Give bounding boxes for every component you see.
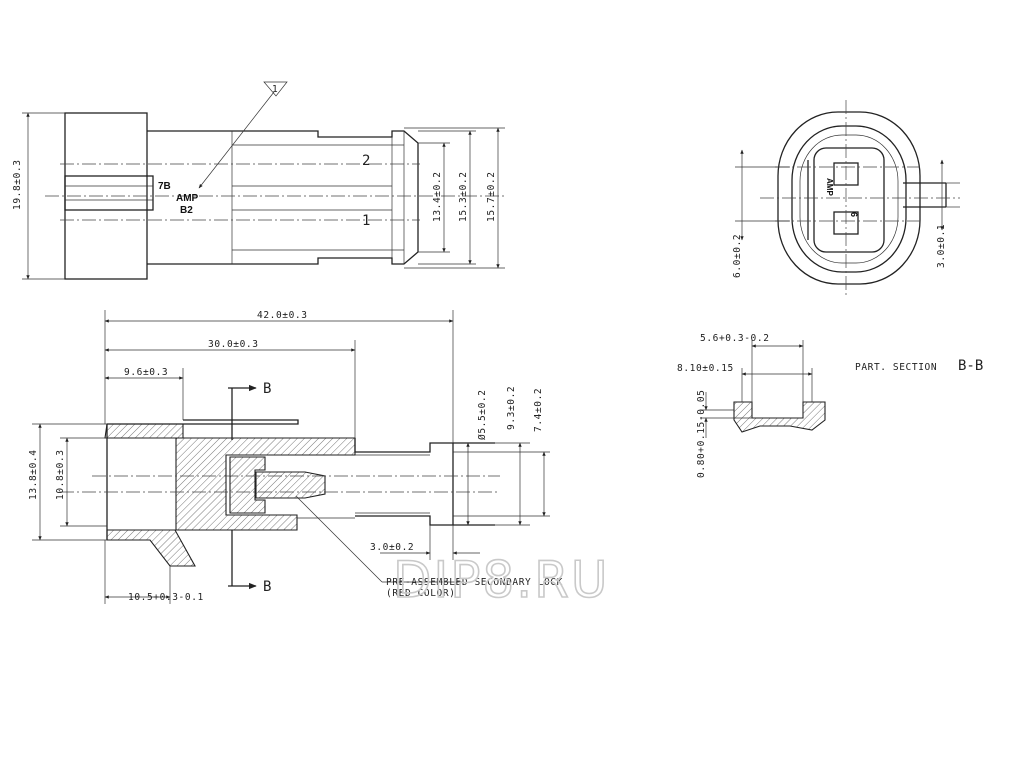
part-section-title: PART. SECTION bbox=[855, 362, 937, 373]
pin-label-2: 2 bbox=[362, 153, 370, 169]
pb-dim-0-80: 0.80+0.15-0.05 bbox=[696, 390, 707, 478]
dim-10-5: 10.5+0.3-0.1 bbox=[128, 592, 204, 603]
dim-9-6: 9.6±0.3 bbox=[124, 367, 168, 378]
dim-10-8: 10.8±0.3 bbox=[55, 449, 66, 500]
marking-7b: 7B bbox=[158, 181, 171, 192]
dim-dia-5-5: Ø5.5±0.2 bbox=[477, 389, 488, 440]
section-view: 42.0±0.3 30.0±0.3 9.6±0.3 13.8±0.4 10.8±… bbox=[28, 310, 563, 604]
pb-dim-8-10: 8.10±0.15 bbox=[677, 363, 734, 374]
part-section-view: 5.6+0.3-0.2 8.10±0.15 0.80+0.15-0.05 PAR… bbox=[677, 333, 983, 478]
marking-amp: AMP bbox=[176, 193, 199, 204]
end-marking-num: 6 bbox=[849, 212, 859, 217]
dim-42-0: 42.0±0.3 bbox=[257, 310, 308, 321]
dim-30-0: 30.0±0.3 bbox=[208, 339, 259, 350]
top-dim-15-3: 15.3±0.2 bbox=[458, 171, 469, 222]
dim-3-0: 3.0±0.2 bbox=[370, 542, 414, 553]
section-mark-b-bottom: B bbox=[263, 579, 271, 595]
section-mark-b-top: B bbox=[263, 381, 271, 397]
callout-number: 1 bbox=[272, 84, 278, 95]
top-dim-15-7: 15.7±0.2 bbox=[486, 171, 497, 222]
dim-7-4: 7.4±0.2 bbox=[533, 388, 544, 432]
top-view: 7B AMP B2 2 1 1 19.8±0.3 13.4±0.2 15.3±0… bbox=[12, 81, 505, 280]
lock-note-line2: (RED COLOR) bbox=[386, 588, 456, 599]
top-height-dim: 19.8±0.3 bbox=[12, 159, 23, 210]
end-dim-6-0: 6.0±0.2 bbox=[732, 234, 743, 278]
pb-dim-5-6: 5.6+0.3-0.2 bbox=[700, 333, 770, 344]
lock-note-line1: PRE-ASSEMBLED SECONDARY LOCK bbox=[386, 577, 563, 588]
end-view: AMP 6 6.0±0.2 3.0±0.1 bbox=[732, 100, 960, 296]
dim-13-8: 13.8±0.4 bbox=[28, 449, 39, 500]
pin-label-1: 1 bbox=[362, 213, 370, 229]
end-dim-3-0: 3.0±0.1 bbox=[936, 224, 947, 268]
end-marking-amp: AMP bbox=[825, 178, 834, 196]
top-dim-13-4: 13.4±0.2 bbox=[432, 171, 443, 222]
dim-9-3: 9.3±0.2 bbox=[506, 386, 517, 430]
part-section-id: B-B bbox=[958, 358, 983, 374]
marking-b2: B2 bbox=[180, 205, 193, 216]
watermark: DIP8.RU bbox=[393, 551, 609, 609]
